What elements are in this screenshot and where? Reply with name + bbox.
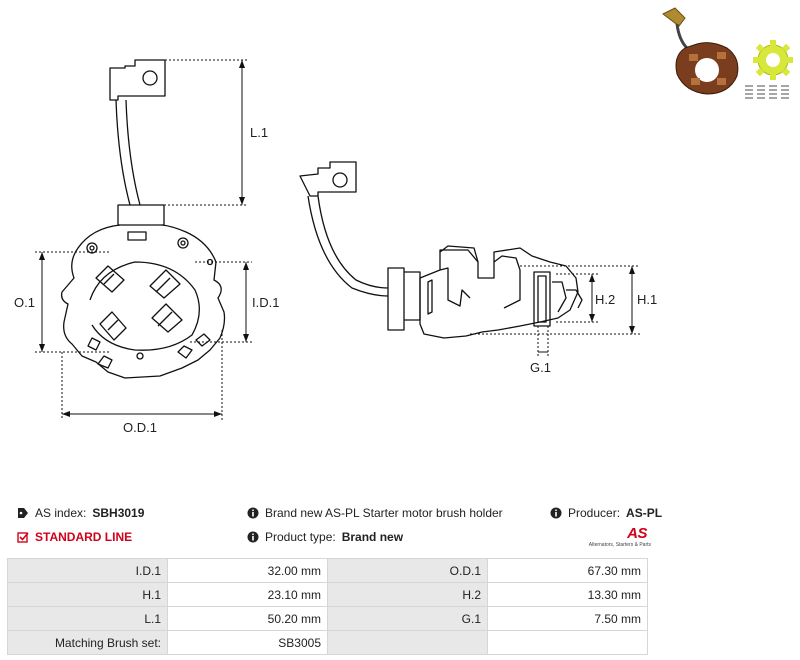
spec-key: L.1 xyxy=(7,606,168,631)
spec-key xyxy=(327,630,488,655)
checkbox-icon xyxy=(17,532,29,543)
spec-value: 32.00 mm xyxy=(167,558,328,583)
product-type: Product type: Brand new xyxy=(247,530,403,544)
spec-key: Matching Brush set: xyxy=(7,630,168,655)
standard-line: STANDARD LINE xyxy=(17,530,132,544)
brand-logo: AS Alternators, Starters & Parts xyxy=(585,525,651,551)
logo-mark: AS xyxy=(627,525,647,542)
label-h2: H.2 xyxy=(595,292,615,307)
spec-key: I.D.1 xyxy=(7,558,168,583)
gear-icon xyxy=(753,40,793,80)
label-od1: O.D.1 xyxy=(123,420,157,435)
producer-label: Producer: xyxy=(568,506,621,520)
spec-value: 13.30 mm xyxy=(487,582,648,607)
producer: Producer: AS-PL xyxy=(550,506,662,520)
spec-value: 50.20 mm xyxy=(167,606,328,631)
spec-value: 7.50 mm xyxy=(487,606,648,631)
description-text: Brand new AS-PL Starter motor brush hold… xyxy=(265,506,503,520)
technical-drawing: L.1 O.1 I.D.1 O.D.1 H.2 H.1 G.1 xyxy=(14,59,657,435)
product-type-label: Product type: xyxy=(265,530,336,544)
spec-value: 67.30 mm xyxy=(487,558,648,583)
label-h1: H.1 xyxy=(637,292,657,307)
label-g1: G.1 xyxy=(530,360,551,375)
standard-line-label: STANDARD LINE xyxy=(35,530,133,544)
spec-key: O.D.1 xyxy=(327,558,488,583)
table-row: I.D.1 32.00 mm O.D.1 67.30 mm xyxy=(7,558,648,583)
specs-table: I.D.1 32.00 mm O.D.1 67.30 mm H.1 23.10 … xyxy=(7,558,648,655)
table-row: Matching Brush set: SB3005 xyxy=(7,630,648,655)
as-index-label: AS index: xyxy=(35,506,87,520)
as-index-value: SBH3019 xyxy=(92,506,145,520)
spec-key: H.1 xyxy=(7,582,168,607)
info-icon xyxy=(247,531,259,543)
product-info: AS index: SBH3019 STANDARD LINE Brand ne… xyxy=(0,500,800,560)
table-row: L.1 50.20 mm G.1 7.50 mm xyxy=(7,606,648,631)
table-row: H.1 23.10 mm H.2 13.30 mm xyxy=(7,582,648,607)
label-o1: O.1 xyxy=(14,295,35,310)
logo-tagline: Alternators, Starters & Parts xyxy=(588,542,651,548)
spec-key: H.2 xyxy=(327,582,488,607)
product-description: Brand new AS-PL Starter motor brush hold… xyxy=(247,506,503,520)
spec-value xyxy=(487,630,648,655)
producer-value: AS-PL xyxy=(626,506,663,520)
spec-value: 23.10 mm xyxy=(167,582,328,607)
springs-photo xyxy=(745,85,789,99)
label-id1: I.D.1 xyxy=(252,295,279,310)
spec-value: SB3005 xyxy=(167,630,328,655)
product-thumbnail xyxy=(662,7,793,99)
label-l1: L.1 xyxy=(250,125,268,140)
as-index: AS index: SBH3019 xyxy=(17,506,144,520)
brush-holder-photo xyxy=(662,7,739,95)
product-type-value: Brand new xyxy=(341,530,404,544)
spec-key: G.1 xyxy=(327,606,488,631)
tag-icon xyxy=(18,508,28,518)
info-icon xyxy=(550,507,562,519)
info-icon xyxy=(247,507,259,519)
